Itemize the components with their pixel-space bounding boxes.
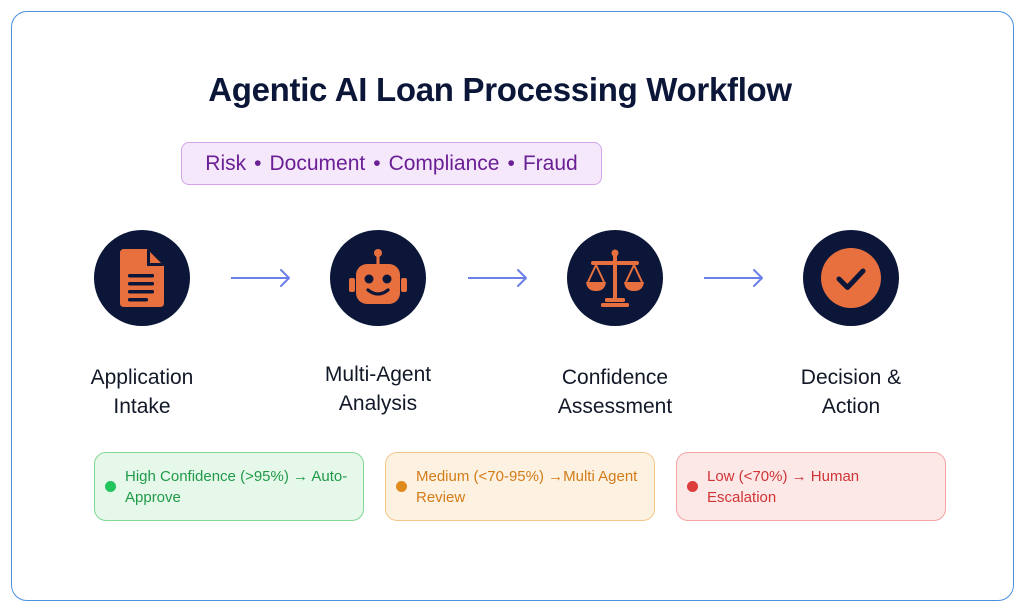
agent-separator: • [507,151,515,175]
flow-arrow-1 [231,269,290,287]
diagram-title: Agentic AI Loan Processing Workflow [208,71,792,108]
status-dot-red [687,481,698,492]
robot-icon [349,249,407,304]
checkmark-icon [821,248,881,308]
step-label-multi-agent-analysis: Multi-Agent Analysis [324,363,432,415]
step-decision-action-circle [803,230,899,326]
step-label-decision-action: Decision & Action [800,366,902,418]
step-label-confidence-assessment: Confidence Assessment [557,366,673,418]
status-dot-green [105,481,116,492]
agent-separator: • [254,151,262,175]
step-multi-agent-analysis-circle [330,230,426,326]
step-confidence-assessment-circle [567,230,663,326]
outcome-text: Low (<70%) → Human Escalation [707,467,860,506]
outcome-text: Medium (<70-95%) →Multi Agent Review [416,467,638,506]
agent-types-box: Risk • Document • Compliance • Fraud [181,142,602,185]
agent-risk: Risk [205,151,247,175]
agent-document: Document [269,151,366,175]
step-label-application-intake: Application Intake [90,366,194,418]
agent-fraud: Fraud [522,151,578,175]
flow-arrow-2 [468,269,527,287]
step-application-intake-circle [94,230,190,326]
outcome-high-confidence: High Confidence (>95%) → Auto-Approve [94,452,364,521]
document-icon [120,249,164,307]
outcome-text: High Confidence (>95%) → Auto-Approve [125,467,348,506]
agent-compliance: Compliance [388,151,500,175]
status-dot-orange [396,481,407,492]
flow-arrow-3 [704,269,763,287]
outcome-medium-confidence: Medium (<70-95%) →Multi Agent Review [385,452,655,521]
outcome-low-confidence: Low (<70%) → Human Escalation [676,452,946,521]
scales-icon [586,249,644,307]
agent-separator: • [373,151,381,175]
